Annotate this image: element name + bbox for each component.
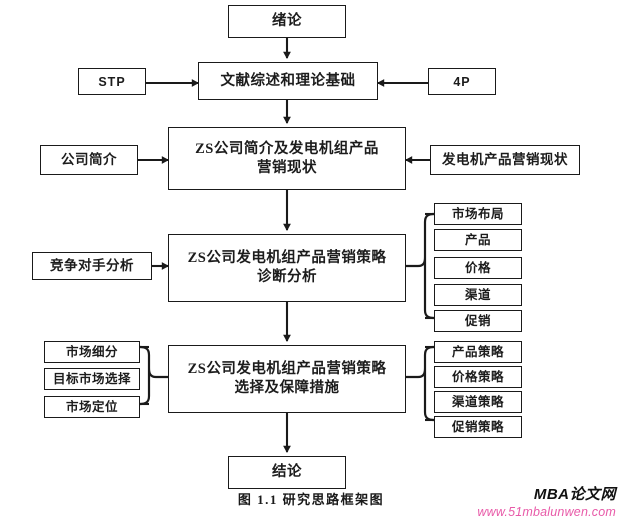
brace-stp-items-selection xyxy=(139,345,168,406)
chip-diagnosis-factor-0-label: 市场布局 xyxy=(451,207,504,221)
node-stp[interactable]: STP xyxy=(78,68,146,95)
chip-diagnosis-factor-2-label: 价格 xyxy=(464,261,491,275)
node-literature-review-label: 文献综述和理论基础 xyxy=(220,72,356,89)
node-competitor-analysis[interactable]: 竞争对手分析 xyxy=(32,252,152,280)
node-company-profile[interactable]: 公司简介 xyxy=(40,145,138,175)
chip-strategy-item-2[interactable]: 渠道策略 xyxy=(434,391,522,413)
chip-stp-item-0[interactable]: 市场细分 xyxy=(44,341,140,363)
node-strategy-selection[interactable]: ZS公司发电机组产品营销策略 选择及保障措施 xyxy=(168,345,406,413)
chip-stp-item-0-label: 市场细分 xyxy=(65,345,118,359)
chip-strategy-item-1[interactable]: 价格策略 xyxy=(434,366,522,388)
node-company-profile-label: 公司简介 xyxy=(61,152,117,168)
node-stp-label: STP xyxy=(98,74,126,89)
node-generator-marketing-status[interactable]: 发电机产品营销现状 xyxy=(430,145,580,175)
chip-strategy-item-3-label: 促销策略 xyxy=(451,420,504,434)
node-literature-review[interactable]: 文献综述和理论基础 xyxy=(198,62,378,100)
chip-stp-item-1[interactable]: 目标市场选择 xyxy=(44,368,140,390)
brace-diagnosis-factors xyxy=(406,212,435,320)
chip-diagnosis-factor-2[interactable]: 价格 xyxy=(434,257,522,279)
node-strategy-diagnosis-label: ZS公司发电机组产品营销策略 诊断分析 xyxy=(187,250,387,285)
node-strategy-diagnosis[interactable]: ZS公司发电机组产品营销策略 诊断分析 xyxy=(168,234,406,302)
chip-stp-item-2-label: 市场定位 xyxy=(65,400,118,414)
chip-stp-item-2[interactable]: 市场定位 xyxy=(44,396,140,418)
chip-strategy-item-0-label: 产品策略 xyxy=(451,345,504,359)
watermark-url: www.51mbalunwen.com xyxy=(477,505,616,518)
brace-selection-strategies xyxy=(406,345,435,422)
chip-stp-item-1-label: 目标市场选择 xyxy=(52,372,131,386)
watermark: MBA论文网 www.51mbalunwen.com xyxy=(446,483,616,518)
node-strategy-selection-label: ZS公司发电机组产品营销策略 选择及保障措施 xyxy=(187,361,387,396)
node-company-overview[interactable]: ZS公司简介及发电机组产品 营销现状 xyxy=(168,127,406,190)
chip-diagnosis-factor-4[interactable]: 促销 xyxy=(434,310,522,332)
node-conclusion[interactable]: 结论 xyxy=(228,456,346,489)
node-generator-marketing-status-label: 发电机产品营销现状 xyxy=(442,152,568,168)
chip-strategy-item-2-label: 渠道策略 xyxy=(451,395,504,409)
node-four-p[interactable]: 4P xyxy=(428,68,496,95)
chip-diagnosis-factor-4-label: 促销 xyxy=(464,314,491,328)
chip-diagnosis-factor-1-label: 产品 xyxy=(464,233,491,247)
chip-strategy-item-0[interactable]: 产品策略 xyxy=(434,341,522,363)
node-conclusion-label: 结论 xyxy=(272,464,302,481)
node-competitor-analysis-label: 竞争对手分析 xyxy=(50,258,134,274)
node-four-p-label: 4P xyxy=(453,74,471,89)
figure-caption: 图 1.1 研究思路框架图 xyxy=(237,492,385,507)
node-intro-label: 绪论 xyxy=(272,13,302,30)
chip-diagnosis-factor-3-label: 渠道 xyxy=(464,288,491,302)
watermark-title: MBA论文网 xyxy=(533,486,616,503)
chip-strategy-item-1-label: 价格策略 xyxy=(451,370,504,384)
chip-diagnosis-factor-1[interactable]: 产品 xyxy=(434,229,522,251)
chip-diagnosis-factor-3[interactable]: 渠道 xyxy=(434,284,522,306)
chip-diagnosis-factor-0[interactable]: 市场布局 xyxy=(434,203,522,225)
node-company-overview-label: ZS公司简介及发电机组产品 营销现状 xyxy=(195,140,379,176)
chip-strategy-item-3[interactable]: 促销策略 xyxy=(434,416,522,438)
node-intro[interactable]: 绪论 xyxy=(228,5,346,38)
